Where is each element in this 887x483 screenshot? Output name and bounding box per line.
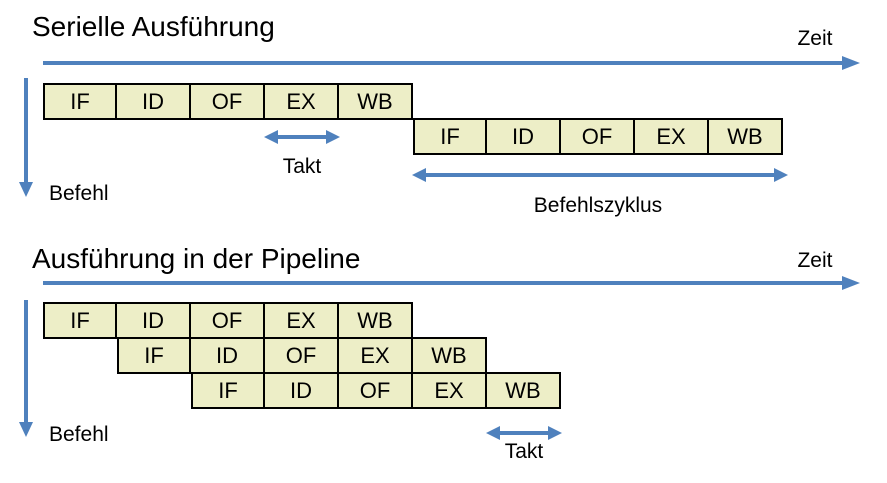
stage-cell: IF: [117, 337, 191, 374]
stage-cell: OF: [265, 337, 339, 374]
serial-takt-double-arrow-icon: [264, 130, 340, 144]
stage-cell: OF: [191, 302, 265, 339]
stage-cell: EX: [265, 302, 339, 339]
stage-cell: ID: [117, 302, 191, 339]
stage-cell: WB: [413, 337, 487, 374]
stage-cell: ID: [487, 118, 561, 155]
stage-cell: EX: [265, 83, 339, 120]
pipeline-instruction-axis-arrow-icon: [19, 300, 33, 437]
stage-cell: EX: [339, 337, 413, 374]
stage-cell: IF: [43, 83, 117, 120]
serial-befehl-label: Befehl: [49, 182, 109, 205]
stage-cell: ID: [191, 337, 265, 374]
stage-cell: WB: [339, 302, 413, 339]
stage-cell: OF: [561, 118, 635, 155]
serial-befehlszyklus-label: Befehlszyklus: [533, 194, 663, 217]
serial-zeit-label: Zeit: [797, 27, 833, 50]
stage-cell: IF: [43, 302, 117, 339]
stage-cell: IF: [191, 372, 265, 409]
stage-cell: OF: [191, 83, 265, 120]
stage-cell: WB: [487, 372, 561, 409]
stage-cell: EX: [635, 118, 709, 155]
stage-cell: WB: [709, 118, 783, 155]
pipeline-time-axis-arrow-icon: [43, 276, 860, 290]
pipeline-section-title: Ausführung in der Pipeline: [32, 243, 361, 274]
serial-instruction-axis-arrow-icon: [19, 78, 33, 197]
stage-cell: OF: [339, 372, 413, 409]
stage-cell: IF: [413, 118, 487, 155]
pipeline-befehl-label: Befehl: [49, 423, 109, 446]
serial-section-title: Serielle Ausführung: [32, 11, 275, 42]
pipeline-takt-label: Takt: [504, 440, 544, 463]
serial-takt-label: Takt: [282, 155, 322, 178]
stage-cell: ID: [265, 372, 339, 409]
stage-cell: WB: [339, 83, 413, 120]
serial-befehlszyklus-double-arrow-icon: [412, 168, 788, 182]
serial-time-axis-arrow-icon: [43, 56, 860, 70]
pipeline-zeit-label: Zeit: [797, 249, 833, 272]
stage-cell: ID: [117, 83, 191, 120]
stage-cell: EX: [413, 372, 487, 409]
pipeline-takt-double-arrow-icon: [486, 426, 562, 440]
